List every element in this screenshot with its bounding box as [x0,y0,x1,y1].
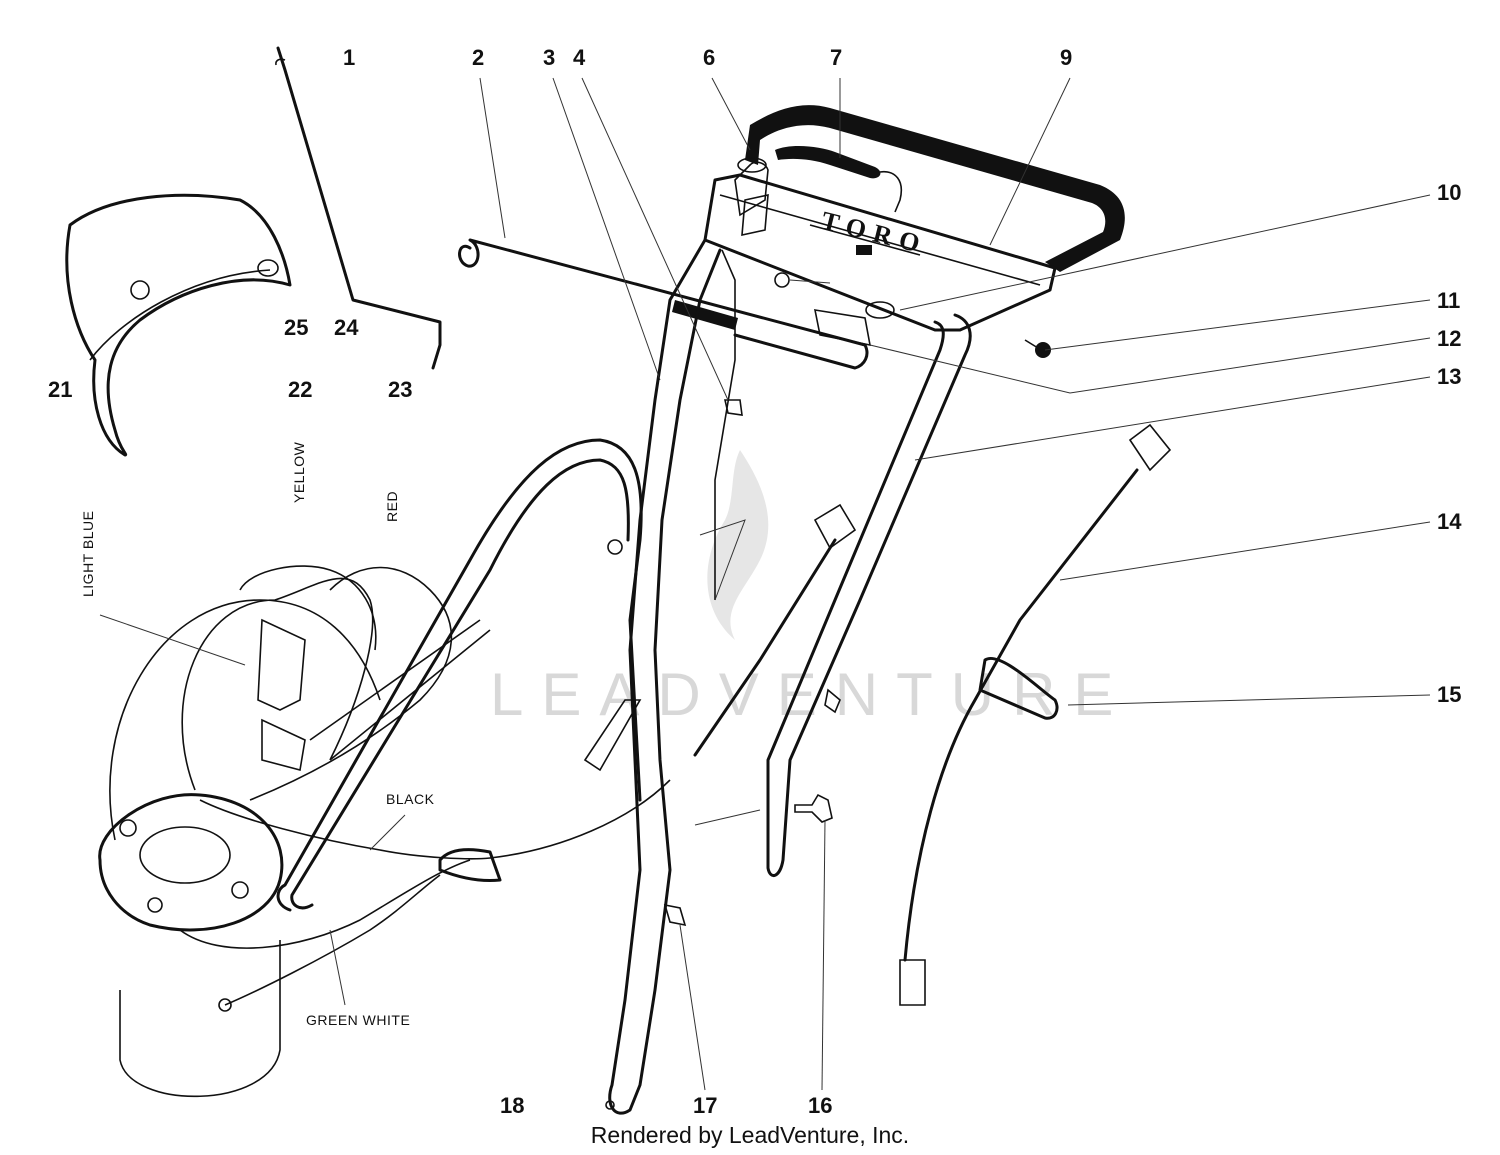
callout-22: 22 [288,377,312,402]
watermark-flame-icon [707,450,769,640]
wire-label-red: RED [384,491,400,522]
callout-9: 9 [1060,45,1072,70]
wire-label-green-white: GREEN WHITE [306,1012,410,1028]
callout-24: 24 [334,315,359,340]
callout-15: 15 [1437,682,1461,707]
callout-7: 7 [830,45,842,70]
lower-handle-bow [276,438,643,912]
part-7-grip [775,145,881,179]
knob-icon [1035,342,1051,358]
wire-labels: LIGHT BLUE YELLOW RED BLACK GREEN WHITE [80,441,435,1028]
part-15-cord-clamp [978,656,1059,720]
callout-25: 25 [284,315,308,340]
bow-nut-icon [607,539,623,555]
watermark-text: LEADVENTURE [490,661,1131,728]
callout-14: 14 [1437,509,1462,534]
ground-terminal-icon [218,998,232,1012]
leader-lines [99,77,1431,1091]
callout-12: 12 [1437,326,1461,351]
part-11-knob [1024,339,1051,358]
callout-numbers: 1 2 3 4 6 7 9 10 11 12 13 14 15 16 17 18… [48,45,1462,1118]
part-13-right-handle [766,313,972,877]
switch-nut-icon [774,272,790,288]
part-9-handle-bail [745,105,1125,272]
upper-handle-panel: TORO [703,157,1057,332]
callout-6: 6 [703,45,715,70]
handle-hole-icon [605,1100,615,1110]
watermark: LEADVENTURE [490,450,1131,728]
small-hardware [663,399,833,927]
callout-1: 1 [343,45,355,70]
cover-bolt-icon [130,280,150,300]
logo-badge-icon [856,245,872,255]
power-plug-cord [693,503,857,757]
callout-2: 2 [472,45,484,70]
part-14-cord [899,423,1172,1006]
wiring-harness [109,565,671,1012]
callout-3: 3 [543,45,555,70]
part-21-rear-cover [65,193,292,457]
motor-bolt-icon-3 [147,897,163,913]
footer-credit: Rendered by LeadVenture, Inc. [591,1122,909,1148]
callout-18: 18 [500,1093,524,1118]
motor [98,793,284,1098]
callout-4: 4 [573,45,586,70]
wire-label-yellow: YELLOW [291,441,307,503]
callout-21: 21 [48,377,72,402]
part-17-clip [663,903,687,927]
part-1-bail-rod [275,46,442,370]
callout-13: 13 [1437,364,1461,389]
callout-16: 16 [808,1093,832,1118]
part-2-control-rod [458,238,869,370]
part-10-12-switch [774,272,895,347]
motor-bolt-icon-2 [231,881,249,899]
motor-bolt-icon [119,819,137,837]
callout-23: 23 [388,377,412,402]
callout-17: 17 [693,1093,717,1118]
wire-label-light-blue: LIGHT BLUE [80,511,96,597]
callout-11: 11 [1437,288,1460,313]
callout-10: 10 [1437,180,1461,205]
part-16-wingbolt [794,793,833,823]
wire-label-black: BLACK [386,791,435,807]
rod-grip [672,300,738,330]
part-18-left-handle [605,238,736,1115]
